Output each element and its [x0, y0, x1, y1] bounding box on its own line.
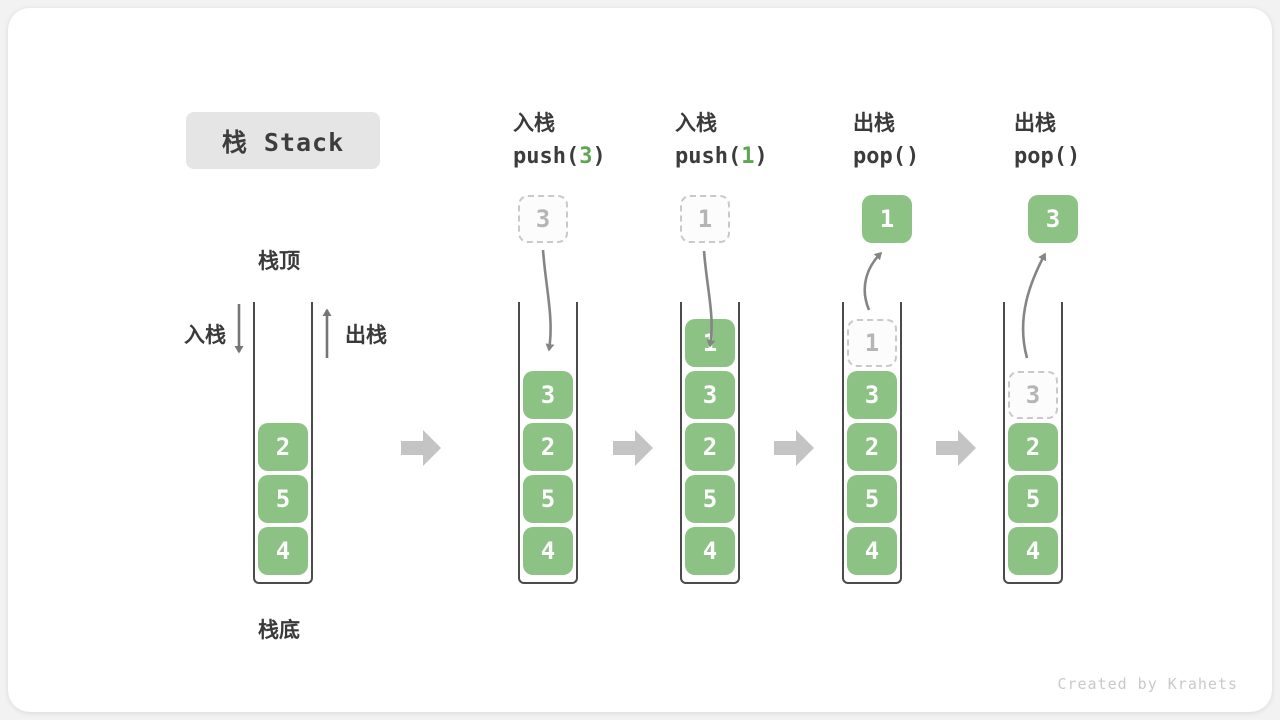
- pop-direction-label: 出栈: [345, 323, 387, 347]
- stack-item: 5: [1008, 475, 1058, 523]
- op-name: 出栈: [1014, 111, 1056, 135]
- op-name: 出栈: [853, 111, 895, 135]
- op-code-arg: 3: [579, 144, 593, 169]
- stack-item: 3: [847, 371, 897, 419]
- op-code: push(1): [675, 144, 768, 169]
- op-code-arg: 1: [741, 144, 755, 169]
- diagram-title-text: 栈 Stack: [221, 127, 345, 157]
- op-label-pop-1: 出栈 pop(): [853, 106, 919, 174]
- stack-item-removed: 1: [847, 319, 897, 367]
- op-code: pop(): [1014, 144, 1081, 169]
- stack-item: 5: [847, 475, 897, 523]
- op-label-pop-3: 出栈 pop(): [1014, 106, 1080, 174]
- floating-value-pop-1: 1: [862, 195, 912, 243]
- stack-item: 5: [523, 475, 573, 523]
- stack-item: 4: [258, 527, 308, 575]
- push-direction-label: 入栈: [184, 323, 226, 347]
- floating-value-push-3: 3: [518, 195, 568, 243]
- op-label-push-3: 入栈 push(3): [513, 106, 606, 174]
- op-code: pop(): [853, 144, 920, 169]
- stack-top-label: 栈顶: [258, 249, 300, 273]
- stack-item: 5: [685, 475, 735, 523]
- stack-item: 3: [523, 371, 573, 419]
- stack-bottom-label: 栈底: [258, 618, 300, 642]
- stack-item: 4: [1008, 527, 1058, 575]
- stack-item: 2: [847, 423, 897, 471]
- stack-item: 4: [523, 527, 573, 575]
- floating-value-push-1: 1: [680, 195, 730, 243]
- stack-item: 4: [685, 527, 735, 575]
- stack-item: 5: [258, 475, 308, 523]
- stack-item: 2: [258, 423, 308, 471]
- op-name: 入栈: [513, 111, 555, 135]
- stack-item: 2: [685, 423, 735, 471]
- floating-value-pop-3: 3: [1028, 195, 1078, 243]
- op-code: push(3): [513, 144, 606, 169]
- op-label-push-1: 入栈 push(1): [675, 106, 768, 174]
- credit-text: Created by Krahets: [1057, 675, 1238, 693]
- stack-item: 2: [1008, 423, 1058, 471]
- stack-item: 2: [523, 423, 573, 471]
- stack-item: 3: [685, 371, 735, 419]
- stack-item: 1: [685, 319, 735, 367]
- stack-item: 4: [847, 527, 897, 575]
- diagram-title: 栈 Stack: [186, 112, 380, 169]
- stack-item-removed: 3: [1008, 371, 1058, 419]
- op-name: 入栈: [675, 111, 717, 135]
